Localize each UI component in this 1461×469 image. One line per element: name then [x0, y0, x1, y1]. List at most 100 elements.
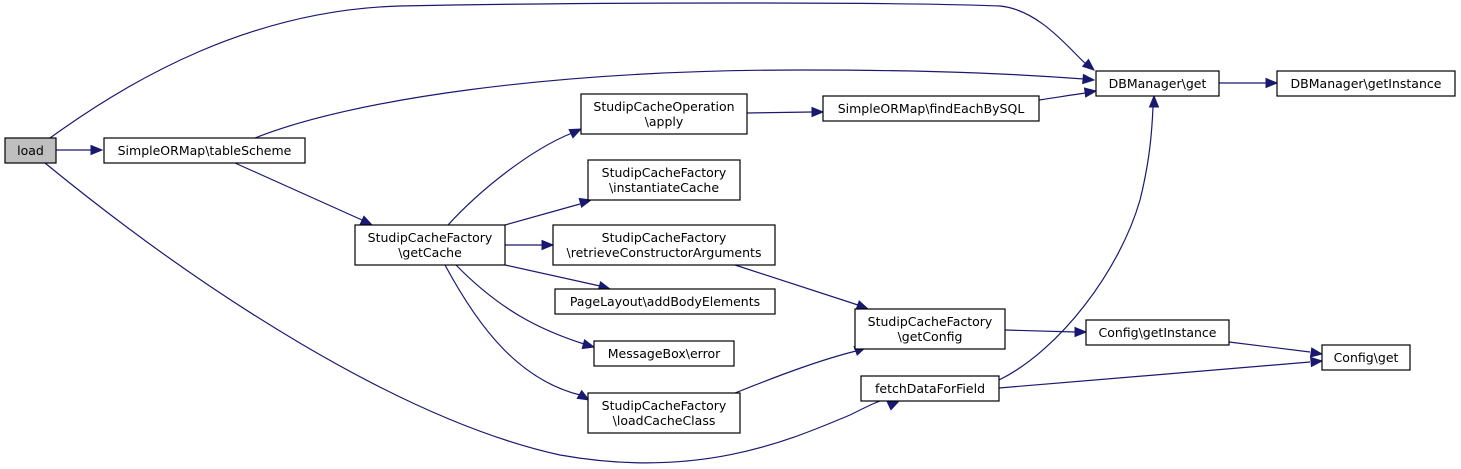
node-label: \loadCacheClass	[613, 413, 716, 428]
arrowhead-icon	[1083, 87, 1098, 98]
edge-line	[444, 264, 581, 396]
arrowhead-icon	[1309, 347, 1324, 358]
node-box	[1085, 319, 1230, 346]
node-label: fetchDataForField	[875, 381, 985, 396]
edge-load-to-fetchDataForField	[44, 162, 901, 464]
arrowhead-icon	[811, 106, 825, 118]
node-apply[interactable]: StudipCacheOperation\apply	[580, 93, 748, 135]
node-label: StudipCacheFactory	[602, 230, 727, 245]
node-label: DBManager\getInstance	[1291, 76, 1442, 91]
arrowhead-icon	[576, 389, 591, 401]
node-label: SimpleORMap\findEachBySQL	[838, 101, 1025, 116]
node-box	[1321, 344, 1411, 371]
node-retrieveConstructorArguments[interactable]: StudipCacheFactory\retrieveConstructorAr…	[552, 224, 776, 266]
edge-line	[447, 132, 573, 226]
edge-line	[49, 2, 1087, 139]
node-label: Config\getInstance	[1098, 325, 1216, 340]
edge-line	[504, 264, 601, 287]
node-label: PageLayout\addBodyElements	[570, 294, 760, 309]
node-label: \getConfig	[898, 329, 963, 344]
edge-getCache-to-instantiateCache	[504, 197, 593, 226]
edge-dbGet-to-dbGetInstance	[1219, 77, 1279, 89]
node-label: MessageBox\error	[608, 346, 721, 361]
edge-line	[1228, 341, 1311, 353]
edge-tableScheme-to-getCache	[234, 162, 374, 226]
arrowhead-icon	[1265, 77, 1279, 89]
node-label: StudipCacheFactory	[368, 230, 493, 245]
node-label: StudipCacheFactory	[868, 314, 993, 329]
node-addBodyElements[interactable]: PageLayout\addBodyElements	[554, 288, 776, 315]
node-box	[822, 95, 1040, 122]
edge-getCache-to-loadCacheClass	[444, 264, 591, 401]
edge-tableScheme-to-dbGet	[254, 69, 1096, 139]
node-box	[554, 288, 776, 315]
edge-load-to-dbGet	[49, 2, 1096, 139]
arrowhead-icon	[1081, 58, 1096, 71]
edge-findEachBySQL-to-dbGet	[1038, 87, 1098, 101]
edge-loadCacheClass-to-getConfig	[734, 346, 868, 394]
node-loadCacheClass[interactable]: StudipCacheFactory\loadCacheClass	[587, 392, 741, 434]
arrowhead-icon	[1148, 94, 1160, 108]
node-dbGet[interactable]: DBManager\get	[1095, 70, 1220, 97]
node-label: StudipCacheOperation	[593, 99, 734, 114]
node-load[interactable]: load	[4, 137, 57, 164]
node-box	[1276, 70, 1456, 97]
node-error[interactable]: MessageBox\error	[593, 340, 735, 367]
node-label: SimpleORMap\tableScheme	[118, 143, 292, 158]
arrowhead-icon	[1310, 356, 1324, 368]
node-box	[103, 137, 306, 164]
node-getConfig[interactable]: StudipCacheFactory\getConfig	[854, 308, 1006, 350]
node-getCache[interactable]: StudipCacheFactory\getCache	[354, 224, 506, 266]
arrowhead-icon	[1074, 326, 1088, 338]
edge-getCache-to-retrieveConstructorArguments	[505, 239, 555, 251]
node-label: \getCache	[398, 245, 462, 260]
arrowhead-icon	[578, 197, 593, 209]
nodes-layer: load SimpleORMap\tableSchemeStudipCacheFa…	[4, 70, 1456, 434]
edge-retrieveConstructorArguments-to-getConfig	[734, 264, 870, 310]
node-box	[587, 392, 741, 434]
edge-line	[254, 69, 1085, 139]
node-configGetInstance[interactable]: Config\getInstance	[1085, 319, 1230, 346]
node-label: StudipCacheFactory	[602, 165, 727, 180]
arrowhead-icon	[90, 144, 104, 156]
edge-apply-to-findEachBySQL	[746, 106, 825, 118]
node-label: \retrieveConstructorArguments	[567, 245, 762, 260]
node-fetchDataForField[interactable]: fetchDataForField	[860, 375, 1000, 402]
node-findEachBySQL[interactable]: SimpleORMap\findEachBySQL	[822, 95, 1040, 122]
node-instantiateCache[interactable]: StudipCacheFactory\instantiateCache	[587, 159, 741, 201]
node-label: StudipCacheFactory	[602, 398, 727, 413]
edge-load-to-tableScheme	[56, 144, 104, 156]
arrowhead-icon	[568, 128, 583, 139]
node-label: \instantiateCache	[609, 180, 719, 195]
edge-line	[455, 264, 585, 345]
node-tableScheme[interactable]: SimpleORMap\tableScheme	[103, 137, 306, 164]
node-box	[354, 224, 506, 266]
edge-fetchDataForField-to-configGet	[998, 356, 1324, 389]
edge-line	[998, 361, 1311, 389]
edge-configGetInstance-to-configGet	[1228, 341, 1324, 358]
edge-line	[44, 162, 891, 464]
edge-line	[734, 350, 857, 394]
node-box	[587, 159, 741, 201]
arrowhead-icon	[1082, 73, 1096, 85]
node-box	[580, 93, 748, 135]
node-configGet[interactable]: Config\get	[1321, 344, 1411, 371]
edge-line	[734, 264, 859, 306]
edge-getCache-to-apply	[447, 128, 583, 226]
node-dbGetInstance[interactable]: DBManager\getInstance	[1276, 70, 1456, 97]
node-box	[860, 375, 1000, 402]
edge-line	[504, 203, 581, 226]
node-box	[593, 340, 735, 367]
arrowhead-icon	[541, 239, 555, 251]
node-box	[4, 137, 57, 164]
edge-fetchDataForField-to-dbGet	[998, 94, 1160, 381]
edge-line	[1004, 329, 1076, 333]
edge-line	[998, 106, 1154, 381]
edges-layer	[44, 2, 1324, 464]
node-label: \apply	[645, 114, 684, 129]
node-box	[854, 308, 1006, 350]
node-box	[1095, 70, 1220, 97]
arrowhead-icon	[581, 338, 596, 350]
edge-line	[746, 111, 813, 114]
